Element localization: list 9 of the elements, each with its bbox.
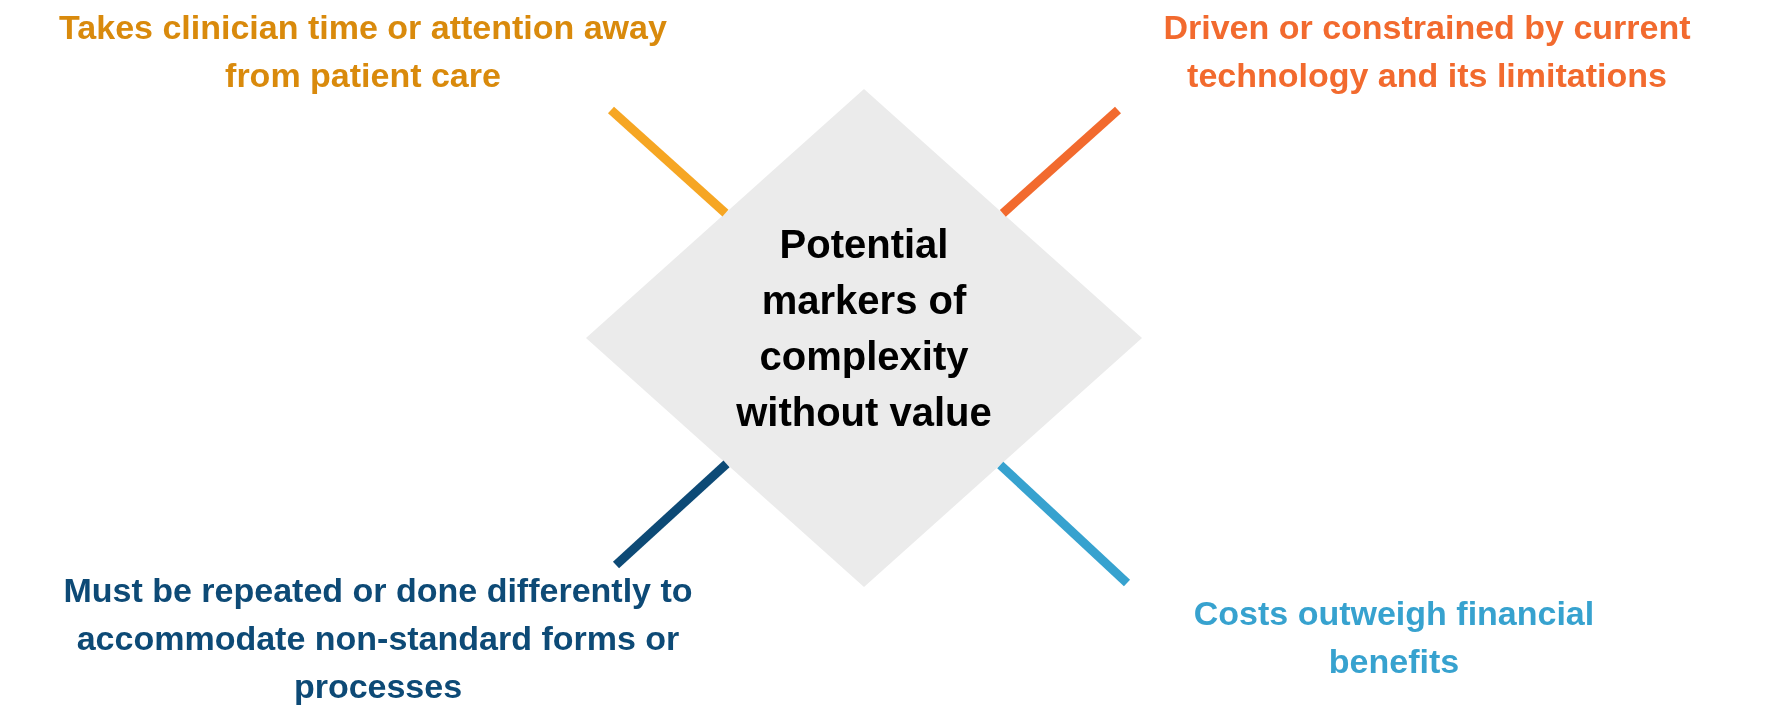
marker-text: Must be repeated or done differently to accommodate non-standard forms or processes (43, 566, 713, 710)
marker-text: Costs outweigh financial benefits (1134, 589, 1654, 685)
marker-text: Takes clinician time or attention away from patient care (23, 3, 703, 99)
marker-text: Driven or constrained by current technology and its limitations (1087, 3, 1767, 99)
diamond-title: Potential markers of complexity without value (735, 221, 993, 436)
connector-line (612, 460, 730, 569)
connector-line (608, 106, 729, 217)
connector-line (997, 461, 1131, 587)
connector-line (999, 106, 1121, 217)
